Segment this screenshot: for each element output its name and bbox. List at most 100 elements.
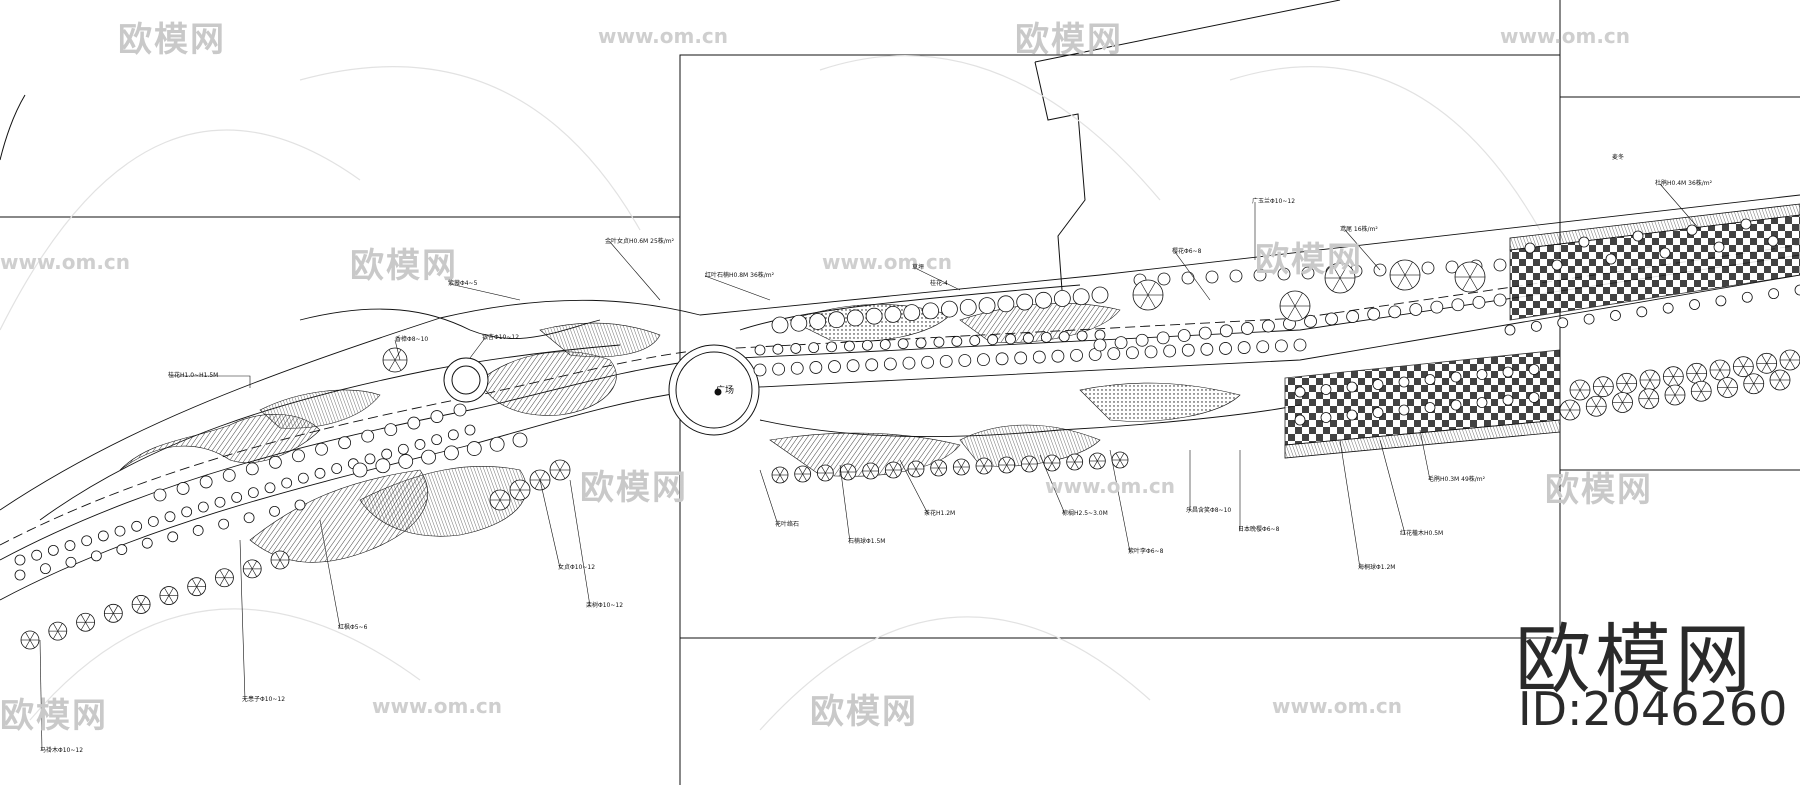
tree-symbol <box>808 342 820 354</box>
tree-symbol <box>331 463 343 474</box>
plant-label: 金叶女贞H0.6M 25株/m² <box>605 238 675 245</box>
watermark-logo: 欧模网 <box>118 20 226 60</box>
tree-symbol <box>1756 352 1778 374</box>
tree-symbol <box>1237 341 1251 354</box>
tree-symbol <box>816 464 834 482</box>
tree-symbol <box>1632 230 1644 242</box>
tree-symbol <box>1324 262 1356 294</box>
plant-label: 毛鹃H0.3M 49株/m² <box>1428 476 1486 483</box>
tree-symbol <box>1528 364 1540 375</box>
watermark-logo: 欧模网 <box>810 692 918 732</box>
plant-label: 紫薇Φ4~5 <box>448 280 478 287</box>
tree-symbol <box>809 313 827 330</box>
tree-symbol <box>1409 303 1423 316</box>
tree-symbol <box>294 499 306 511</box>
watermark-logo: 欧模网 <box>580 468 688 508</box>
tree-symbol <box>1043 454 1061 472</box>
tree-symbol <box>1551 259 1563 271</box>
tree-symbol <box>114 525 126 537</box>
tree-symbol <box>915 337 927 349</box>
tree-symbol <box>1040 331 1052 343</box>
plant-label: 草坪 <box>912 264 925 271</box>
plant-label: 紫叶李Φ6~8 <box>1128 548 1164 555</box>
tree-symbol <box>1114 336 1128 350</box>
tree-symbol <box>883 357 897 371</box>
tree-symbol <box>1659 247 1671 259</box>
tree-symbol <box>1717 377 1738 398</box>
leader-line <box>704 275 771 301</box>
tree-symbol <box>1686 362 1708 384</box>
tree-symbol <box>97 530 109 542</box>
tree-symbol <box>1768 288 1780 300</box>
tree-symbol <box>1093 338 1107 352</box>
leader-line <box>1039 454 1066 515</box>
leader-line <box>1339 439 1361 569</box>
tree-symbol <box>103 603 123 623</box>
tree-symbol <box>14 569 26 581</box>
tree-symbol <box>192 525 204 536</box>
tree-symbol <box>1502 394 1514 406</box>
watermark-url: www.om.cn <box>372 694 503 718</box>
tree-symbol <box>398 454 414 469</box>
watermark-url: www.om.cn <box>0 250 131 274</box>
leader-line <box>394 339 401 361</box>
tree-symbol <box>269 505 280 517</box>
tree-symbol <box>197 501 209 513</box>
plant-label: 棕榈H2.5~3.0M <box>1062 510 1108 517</box>
plant-label: 日本晚樱Φ6~8 <box>1238 526 1280 533</box>
tree-symbol <box>959 298 977 316</box>
leader-line <box>914 267 961 291</box>
tree-symbol <box>1686 224 1698 236</box>
tree-symbol <box>1578 236 1590 248</box>
tree-symbol <box>861 339 873 351</box>
tree-symbol <box>826 341 837 353</box>
tree-symbol <box>270 550 290 570</box>
tree-symbol <box>1636 306 1648 318</box>
tree-symbol <box>933 336 945 348</box>
tree-symbol <box>1605 253 1617 265</box>
tree-symbol <box>1023 332 1034 344</box>
tree-symbol <box>907 460 925 478</box>
tree-symbol <box>47 544 59 556</box>
tree-symbol <box>1346 409 1358 421</box>
tree-symbol <box>1713 241 1725 253</box>
leader-line <box>1379 439 1406 535</box>
tree-symbol <box>215 568 234 588</box>
tree-symbol <box>1181 271 1195 285</box>
leader-line <box>609 241 661 301</box>
plant-label: 栾树Φ10~12 <box>586 602 624 609</box>
tree-symbol <box>1528 392 1540 403</box>
tree-symbol <box>247 487 259 498</box>
tree-symbol <box>281 477 293 489</box>
watermark-logo: 欧模网 <box>1255 240 1363 280</box>
tree-symbol <box>771 316 789 334</box>
tree-symbol <box>1274 339 1288 353</box>
tree-symbol <box>1094 329 1106 341</box>
watermark-url: www.om.cn <box>822 250 953 274</box>
tree-symbol <box>921 355 934 369</box>
tree-symbol <box>1743 373 1765 395</box>
tree-symbol <box>1767 235 1779 247</box>
tree-symbol <box>509 479 531 501</box>
tree-symbol <box>998 456 1016 474</box>
tree-symbol <box>1320 412 1332 423</box>
tree-symbol <box>1592 376 1614 398</box>
watermark-arcs <box>0 55 1541 731</box>
leader-line <box>170 375 251 388</box>
tree-symbol <box>199 475 213 489</box>
tree-symbol <box>1229 269 1243 283</box>
tree-symbol <box>1472 295 1486 309</box>
tree-symbol <box>90 550 102 562</box>
tree-symbol <box>375 458 391 474</box>
plant-label: 鸢尾 16株/m² <box>1340 226 1378 233</box>
tree-symbol <box>1779 349 1800 371</box>
plant-label: 桂花H1.0~H1.5M <box>168 372 219 379</box>
tree-symbol <box>958 354 972 367</box>
tree-symbol <box>1715 295 1727 307</box>
tree-symbol <box>1320 384 1332 395</box>
tree-symbol <box>844 340 855 352</box>
tree-symbol <box>1156 331 1170 345</box>
tree-symbol <box>64 540 76 551</box>
tree-symbol <box>430 410 444 423</box>
